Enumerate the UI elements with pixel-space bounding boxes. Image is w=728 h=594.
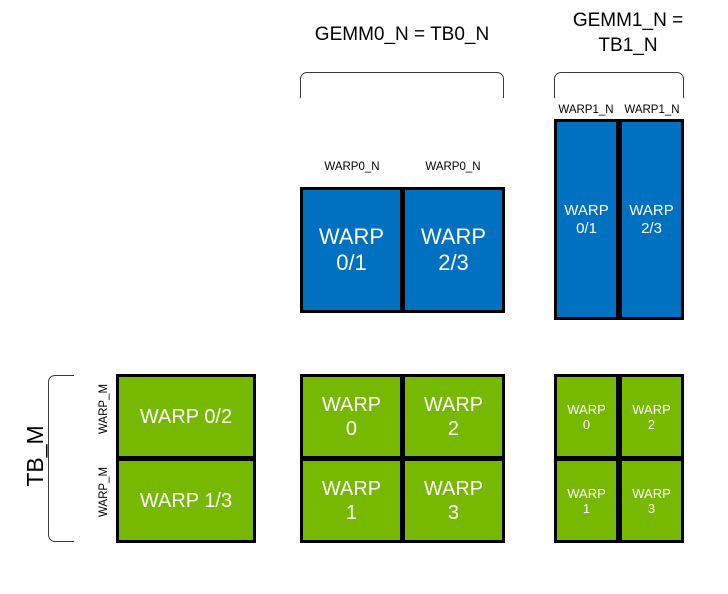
bracket-tb-m — [48, 375, 74, 542]
green-box-gemm1-warp-3[interactable]: WARP 3 — [619, 458, 684, 543]
green-box-gemm1-warp-2[interactable]: WARP 2 — [619, 374, 684, 459]
green-box-gemm1-warp-1[interactable]: WARP 1 — [554, 458, 619, 543]
heading-gemm0-n: GEMM0_N = TB0_N — [314, 24, 490, 45]
bracket-gemm0-n — [300, 72, 504, 98]
label-warp0-n-right: WARP0_N — [425, 161, 481, 173]
green-box-gemm0-warp-2[interactable]: WARP 2 — [402, 374, 505, 459]
label-warp1-n-left: WARP1_N — [558, 104, 614, 116]
blue-box-gemm0-warp-0-1[interactable]: WARP 0/1 — [300, 187, 403, 313]
blue-box-gemm1-warp-0-1[interactable]: WARP 0/1 — [554, 119, 619, 320]
green-box-gemm0-warp-3[interactable]: WARP 3 — [402, 458, 505, 543]
label-warp-m-bottom: WARP_M — [98, 466, 110, 518]
heading-gemm1-n: GEMM1_N = TB1_N — [572, 10, 684, 56]
green-box-gemm0-warp-0[interactable]: WARP 0 — [300, 374, 403, 459]
green-box-warp-1-3[interactable]: WARP 1/3 — [116, 458, 256, 543]
green-box-gemm1-warp-0[interactable]: WARP 0 — [554, 374, 619, 459]
bracket-gemm1-n — [554, 72, 684, 98]
label-warp1-n-right: WARP1_N — [624, 104, 680, 116]
label-warp-m-top: WARP_M — [98, 383, 110, 435]
green-box-gemm0-warp-1[interactable]: WARP 1 — [300, 458, 403, 543]
green-box-warp-0-2[interactable]: WARP 0/2 — [116, 374, 256, 459]
label-warp0-n-left: WARP0_N — [324, 161, 380, 173]
label-tb-m: TB_M — [22, 425, 48, 487]
blue-box-gemm0-warp-2-3[interactable]: WARP 2/3 — [402, 187, 505, 313]
blue-box-gemm1-warp-2-3[interactable]: WARP 2/3 — [619, 119, 684, 320]
